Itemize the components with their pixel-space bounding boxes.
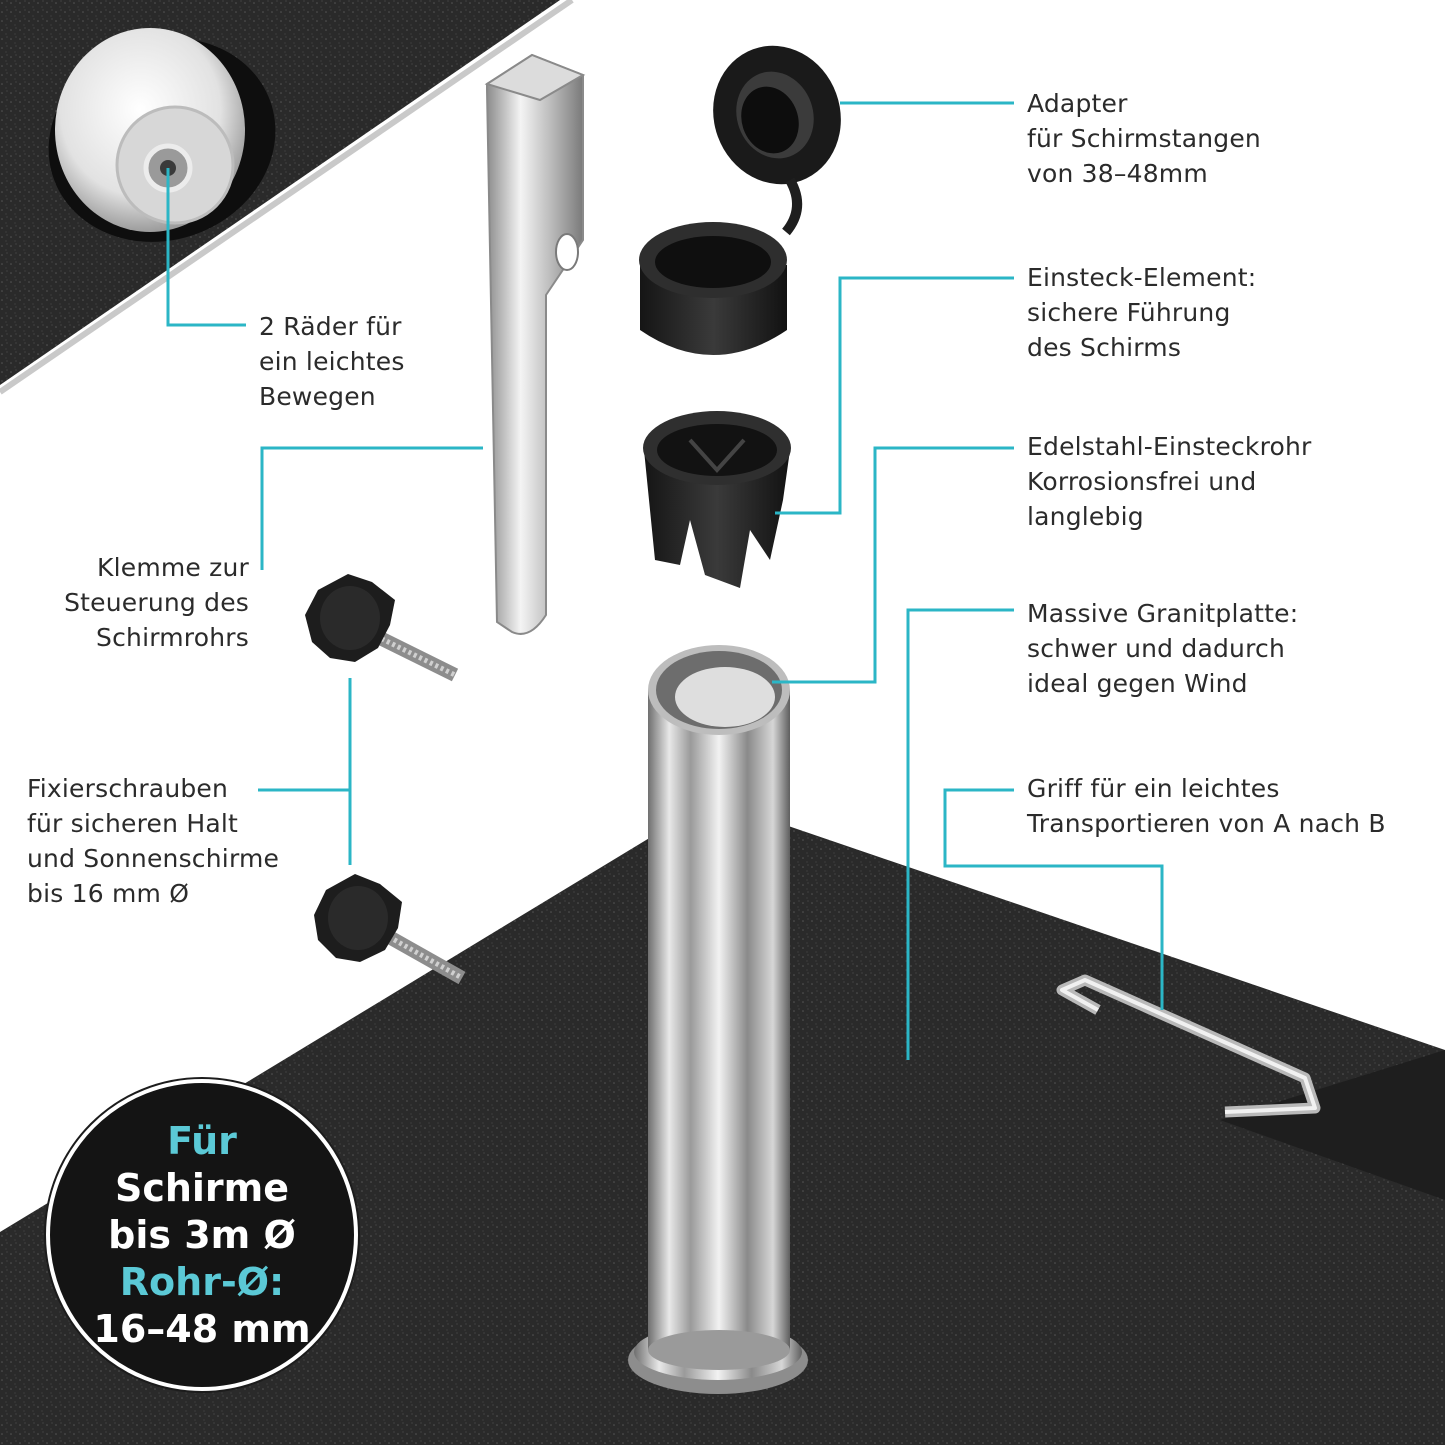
label-fixierschrauben: Fixierschrauben für sicheren Halt und So… xyxy=(27,774,280,908)
label-griff: Griff für ein leichtes Transportieren vo… xyxy=(1027,774,1386,838)
size-badge: Für Schirme bis 3m Ø Rohr-Ø: 16–48 mm xyxy=(46,1079,358,1391)
label-adapter: Adapter für Schirmstangen von 38–48mm xyxy=(1027,89,1261,188)
steel-tube-icon xyxy=(628,645,808,1394)
label-klemme: Klemme zur Steuerung des Schirmrohrs xyxy=(64,553,249,652)
badge-line-fuer: Für xyxy=(167,1118,237,1163)
knob-screw-top-icon xyxy=(305,574,459,682)
badge-line-rohr: Rohr-Ø: xyxy=(119,1259,285,1304)
insert-element-icon xyxy=(643,411,791,588)
label-einsteck-element: Einsteck-Element: sichere Führung des Sc… xyxy=(1027,263,1257,362)
label-raeder: 2 Räder für ein leichtes Bewegen xyxy=(259,312,405,411)
line-griff xyxy=(943,788,1164,1010)
line-klemme xyxy=(260,446,483,570)
knob-screw-bottom-icon xyxy=(314,874,466,985)
label-edelstahl-einsteckrohr: Edelstahl-Einsteckrohr Korrosionsfrei un… xyxy=(1027,432,1312,531)
clamp-icon xyxy=(484,53,586,635)
badge-line-schirme: Schirme xyxy=(114,1165,290,1210)
line-granit xyxy=(906,608,1014,1060)
badge-line-diameter: bis 3m Ø xyxy=(108,1212,296,1257)
adapter-icon xyxy=(639,45,841,355)
badge-line-range: 16–48 mm xyxy=(93,1306,311,1351)
wheel-icon xyxy=(55,28,245,232)
handle-icon xyxy=(1056,974,1321,1118)
line-einsteck xyxy=(775,276,1014,515)
callout-lines xyxy=(166,101,1164,1060)
line-edelstahl xyxy=(772,446,1014,684)
label-granitplatte: Massive Granitplatte: schwer und dadurch… xyxy=(1027,599,1299,698)
wheel-detail-panel xyxy=(0,0,574,395)
line-raeder xyxy=(166,168,246,327)
